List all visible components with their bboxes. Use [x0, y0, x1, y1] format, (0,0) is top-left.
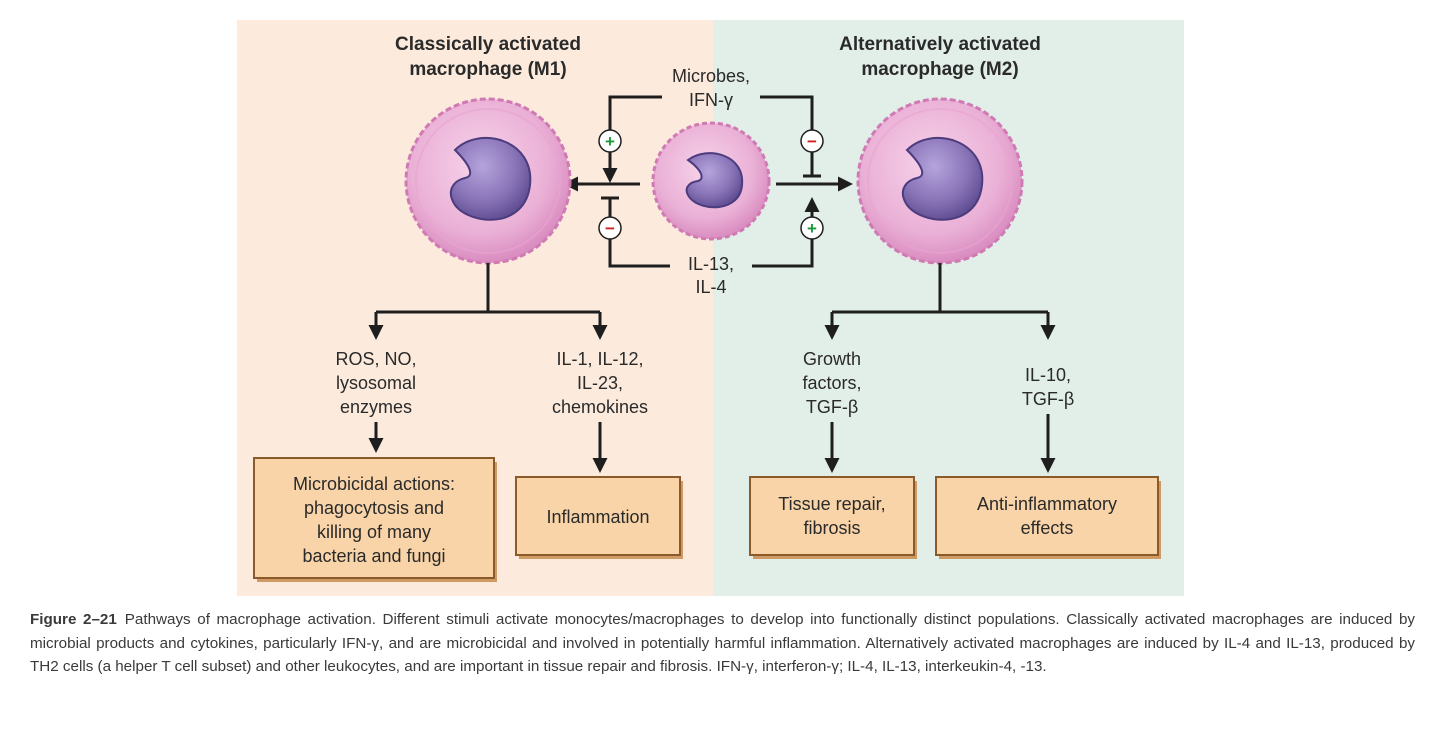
microbicidal-actions-box: Microbicidal actions: phagocytosis and k… — [253, 457, 497, 582]
svg-text:Inflammation: Inflammation — [546, 507, 649, 527]
m1-macrophage-cell — [404, 97, 572, 265]
minus-sign-ifn-m2: − — [800, 129, 824, 153]
svg-text:killing of many: killing of many — [317, 522, 431, 542]
il1-label-line3: chemokines — [552, 397, 648, 417]
stimulus-il4-label: IL-4 — [695, 277, 726, 297]
plus-sign-ifn-m1: + — [598, 129, 622, 153]
svg-text:Tissue repair,: Tissue repair, — [778, 494, 885, 514]
m1-title-line1: Classically activated — [395, 34, 581, 55]
caption-text: Pathways of macrophage activation. Diffe… — [30, 611, 1415, 675]
m2-title-line1: Alternatively activated — [839, 34, 1041, 55]
svg-text:+: + — [605, 132, 615, 151]
stimulus-il13-label: IL-13, — [688, 254, 734, 274]
svg-text:+: + — [807, 219, 817, 238]
m2-title-line2: macrophage (M2) — [861, 59, 1018, 80]
svg-text:effects: effects — [1021, 518, 1074, 538]
svg-text:Microbicidal actions:: Microbicidal actions: — [293, 474, 455, 494]
svg-text:phagocytosis and: phagocytosis and — [304, 498, 444, 518]
tissue-repair-box: Tissue repair, fibrosis — [749, 476, 917, 559]
svg-text:bacteria and fungi: bacteria and fungi — [302, 546, 445, 566]
stimulus-microbes-label: Microbes, — [672, 66, 750, 86]
m2-macrophage-cell — [856, 97, 1024, 265]
ros-label-line2: lysosomal — [336, 373, 416, 393]
il10-label-line1: IL-10, — [1025, 365, 1071, 385]
ros-label-line1: ROS, NO, — [335, 349, 416, 369]
ros-label-line3: enzymes — [340, 397, 412, 417]
macrophage-activation-diagram: Classically activated macrophage (M1) Al… — [237, 20, 1184, 596]
svg-text:fibrosis: fibrosis — [803, 518, 860, 538]
il10-label-line2: TGF-β — [1022, 389, 1074, 409]
growth-label-line1: Growth — [803, 349, 861, 369]
minus-sign-il4-m1: − — [598, 216, 622, 240]
m1-title-line2: macrophage (M1) — [409, 59, 566, 80]
growth-label-line2: factors, — [802, 373, 861, 393]
svg-text:Anti-inflammatory: Anti-inflammatory — [977, 494, 1117, 514]
figure-label: Figure 2–21 — [30, 611, 117, 628]
il1-label-line1: IL-1, IL-12, — [556, 349, 643, 369]
growth-label-line3: TGF-β — [806, 397, 858, 417]
svg-text:−: − — [605, 219, 615, 238]
monocyte-cell — [651, 121, 771, 241]
anti-inflammatory-box: Anti-inflammatory effects — [935, 476, 1161, 559]
inflammation-box: Inflammation — [515, 476, 683, 559]
plus-sign-il4-m2: + — [800, 216, 824, 240]
stimulus-ifn-label: IFN-γ — [689, 90, 733, 110]
svg-text:−: − — [807, 132, 817, 151]
il1-label-line2: IL-23, — [577, 373, 623, 393]
